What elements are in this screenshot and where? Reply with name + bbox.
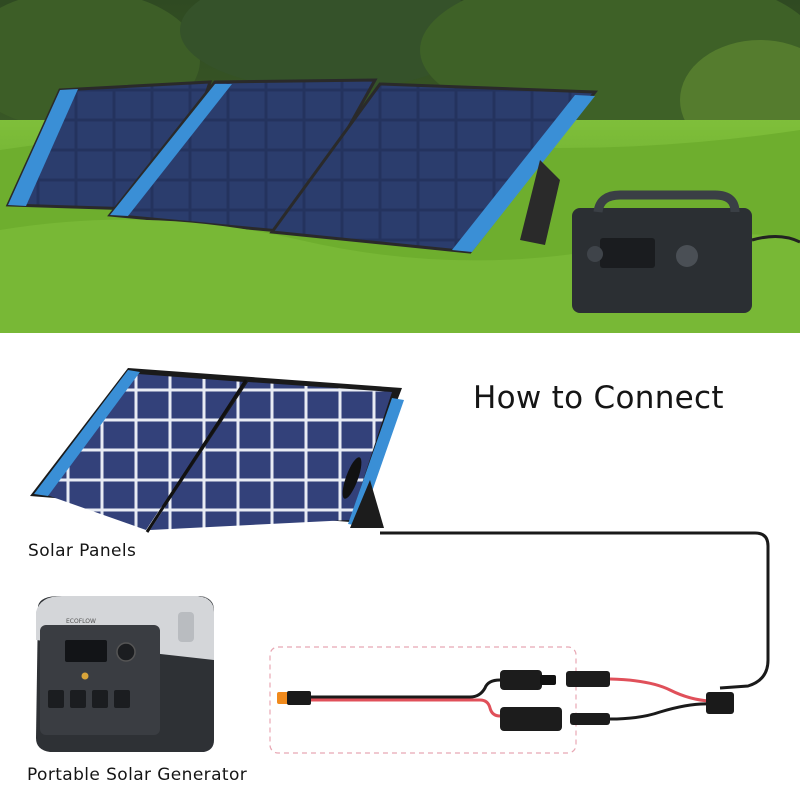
diagram-title: How to Connect bbox=[473, 380, 724, 416]
generator-label: Portable Solar Generator bbox=[27, 765, 248, 785]
diagram-illustration: ECOFLOW bbox=[30, 368, 770, 754]
adapter-cable bbox=[277, 670, 562, 731]
solar-panel-right bbox=[269, 82, 598, 254]
solar-panels-label: Solar Panels bbox=[28, 541, 137, 561]
solar-field-illustration bbox=[0, 0, 800, 333]
panel-output-cable bbox=[380, 531, 770, 690]
y-branch-connector bbox=[566, 671, 734, 725]
adapter-cable-highlight-box bbox=[269, 646, 577, 754]
portable-solar-generator: ECOFLOW bbox=[36, 596, 214, 752]
hero-photo bbox=[0, 0, 800, 333]
generator-brand: ECOFLOW bbox=[66, 618, 96, 625]
power-station-photo bbox=[572, 190, 800, 313]
foldable-solar-panel bbox=[30, 368, 404, 533]
